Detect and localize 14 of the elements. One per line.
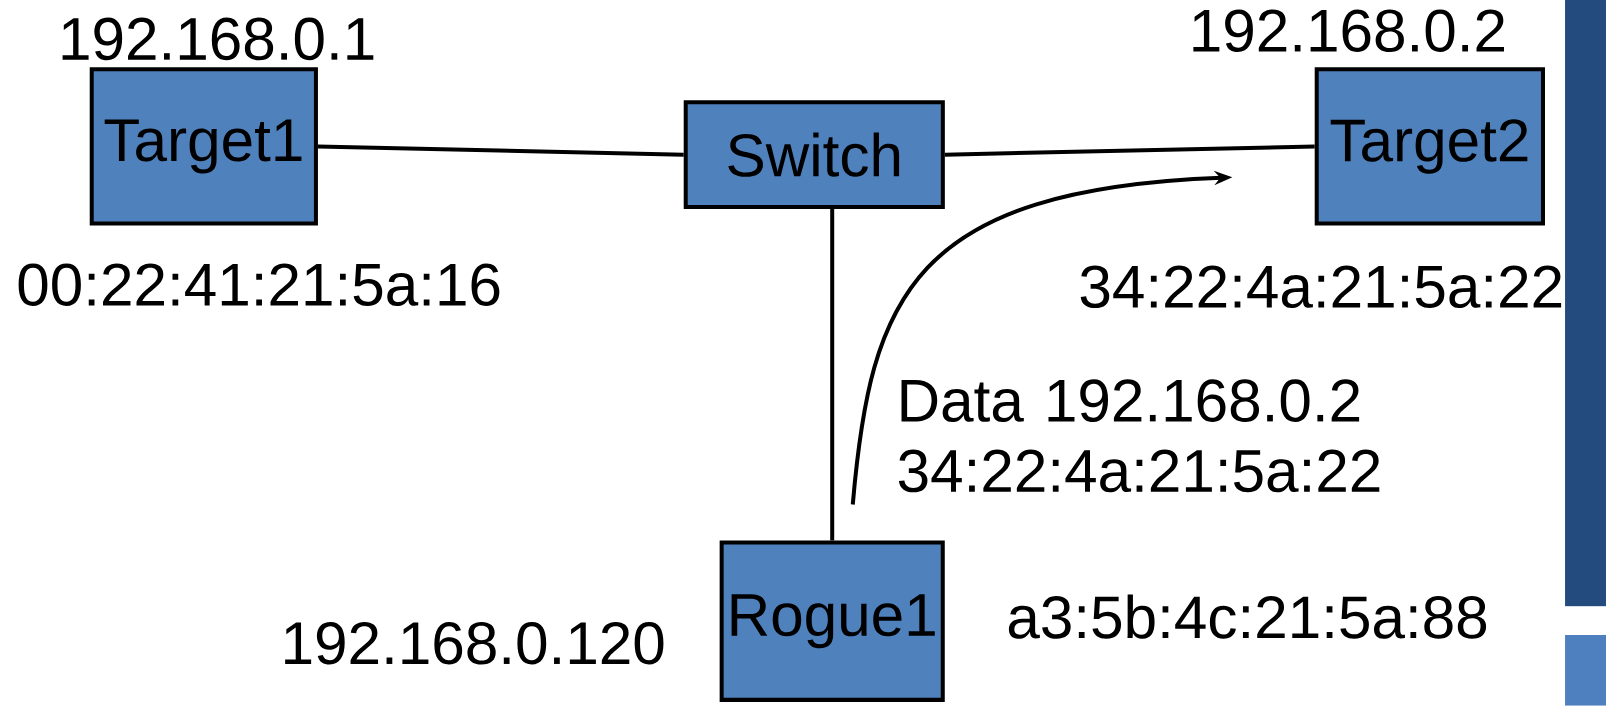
address-label: 00:22:41:21:5a:16	[18, 263, 500, 307]
address-label: 192.168.0.2	[1193, 9, 1504, 53]
device-box: Target1	[89, 67, 318, 226]
link-line	[830, 209, 835, 541]
edge-label: Data 192.168.0.2 34:22:4a:21:5a:22	[898, 379, 1380, 493]
link-line	[944, 144, 1315, 157]
address-label: 192.168.0.120	[285, 622, 664, 665]
device-box: Switch	[683, 100, 945, 210]
device-box: Rogue1	[719, 540, 945, 703]
address-label: 34:22:4a:21:5a:22	[1080, 265, 1562, 309]
address-label: a3:5b:4c:21:5a:88	[1008, 594, 1487, 639]
address-label: 192.168.0.1	[62, 17, 374, 61]
link-line	[317, 144, 684, 157]
device-box: Target2	[1314, 67, 1545, 226]
